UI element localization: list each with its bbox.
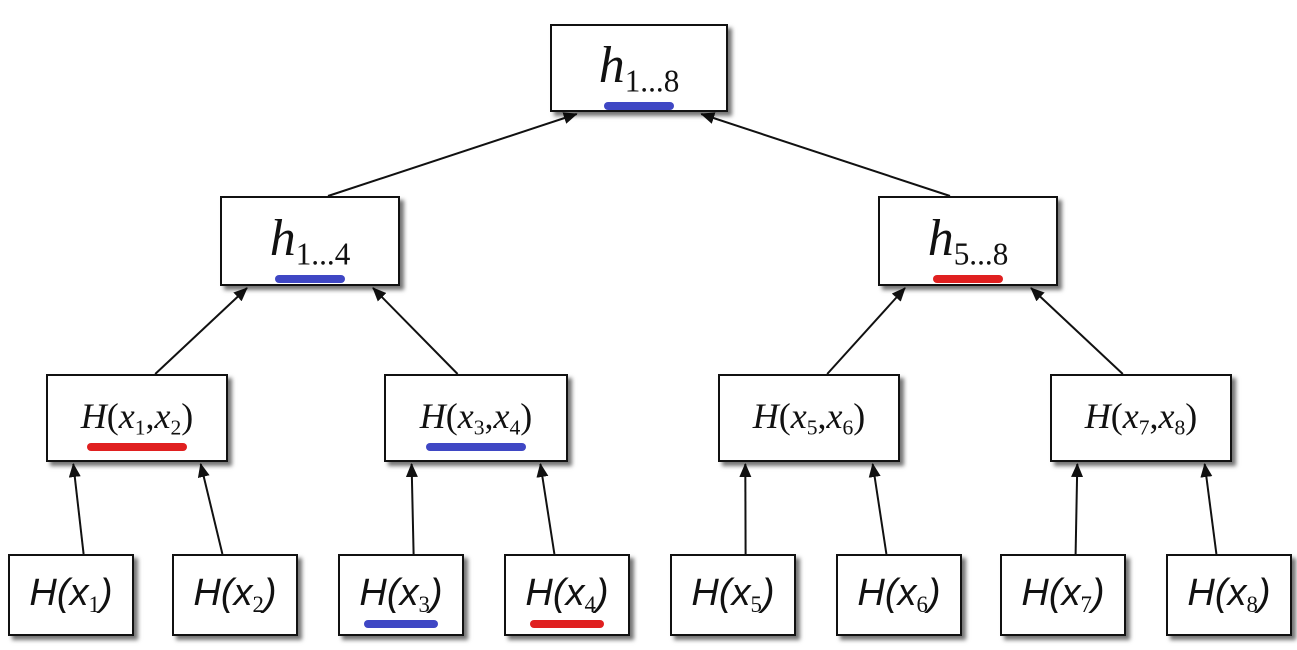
hash-underline-5-8 (932, 274, 1004, 283)
hash-node-1-4: h1...4 (220, 196, 400, 286)
leaf-label-6: H(x6) (857, 572, 941, 617)
hash-pair-label-1-2: H(x1,x2) (81, 395, 193, 451)
leaf-label-5: H(x5) (691, 572, 775, 617)
hash-pair-label-3-4: H(x3,x4) (420, 395, 532, 451)
leaf-label-4: H(x4) (525, 572, 609, 628)
edge-arrow-l7-to-p78 (1071, 463, 1084, 555)
hash-pair-underline-3-4 (426, 442, 526, 451)
leaf-label-1: H(x1) (29, 572, 113, 617)
root-hash-label: h1...8 (599, 36, 679, 110)
leaf-node-5: H(x5) (670, 554, 796, 636)
leaf-underline-3 (364, 619, 438, 628)
leaf-node-3: H(x3) (338, 554, 464, 636)
hash-pair-node-1-2: H(x1,x2) (46, 374, 228, 462)
root-hash-underline (603, 101, 675, 110)
leaf-node-7: H(x7) (1000, 554, 1126, 636)
leaf-label-3: H(x3) (359, 572, 443, 628)
edge-arrow-p12-to-h14 (154, 287, 248, 375)
hash-pair-node-5-6: H(x5,x6) (718, 374, 900, 462)
edge-arrow-p34-to-h14 (372, 287, 459, 375)
hash-underline-1-4 (274, 274, 346, 283)
leaf-node-1: H(x1) (8, 554, 134, 636)
leaf-underline-4 (530, 619, 604, 628)
root-hash-node: h1...8 (550, 24, 728, 112)
hash-pair-underline-1-2 (87, 442, 187, 451)
edge-arrow-l8-to-p78 (1200, 463, 1218, 555)
edge-arrow-l6-to-p56 (868, 463, 888, 555)
leaf-label-7: H(x7) (1021, 572, 1105, 617)
leaf-node-8: H(x8) (1166, 554, 1292, 636)
leaf-node-2: H(x2) (172, 554, 298, 636)
edge-arrow-l4-to-p34 (536, 463, 556, 555)
edge-arrow-h14-to-root (327, 112, 578, 197)
edge-arrow-l3-to-p34 (405, 463, 418, 555)
hash-node-5-8: h5...8 (878, 196, 1058, 286)
hash-pair-label-7-8: H(x7,x8) (1084, 396, 1198, 440)
leaf-node-4: H(x4) (504, 554, 630, 636)
edge-arrow-p56-to-h58 (826, 287, 906, 375)
edge-arrow-p78-to-h58 (1030, 287, 1124, 375)
leaf-label-8: H(x8) (1187, 572, 1271, 617)
edge-arrow-l1-to-p12 (68, 463, 85, 555)
hash-pair-node-7-8: H(x7,x8) (1050, 374, 1232, 462)
hash-label-1-4: h1...4 (270, 209, 350, 283)
leaf-node-6: H(x6) (836, 554, 962, 636)
hash-label-5-8: h5...8 (928, 209, 1008, 283)
leaf-label-2: H(x2) (193, 572, 277, 617)
edge-arrow-l2-to-p12 (197, 463, 224, 555)
edge-arrow-h58-to-root (700, 112, 951, 197)
hash-pair-node-3-4: H(x3,x4) (384, 374, 568, 462)
hash-pair-label-5-6: H(x5,x6) (752, 396, 866, 440)
